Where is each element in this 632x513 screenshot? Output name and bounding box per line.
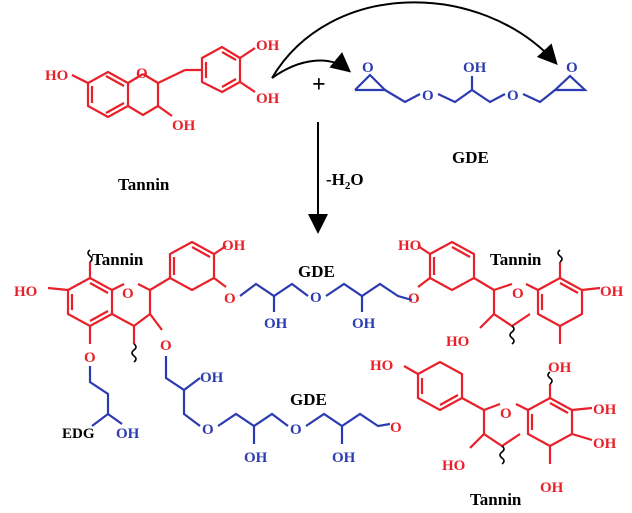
wavy-bond — [547, 371, 553, 385]
product-oh-label: OH — [593, 402, 617, 418]
gde-oh-label: OH — [463, 60, 487, 76]
plus-sign: + — [312, 72, 326, 98]
tannin-oh-label: OH — [172, 118, 196, 134]
gde-monomer — [354, 73, 588, 104]
tannin-oh-label: OH — [256, 91, 280, 107]
product-ho-label: HO — [398, 238, 421, 254]
tannin-name-right-bottom: Tannin — [470, 490, 522, 509]
product-o-label: O — [84, 350, 96, 366]
gde-oh-label: OH — [352, 316, 376, 332]
tannin-name-right-top: Tannin — [490, 250, 542, 269]
product-oh-label: OH — [222, 238, 246, 254]
edg-branch — [88, 366, 123, 427]
product-o-label: O — [390, 420, 402, 436]
product-o-label: O — [160, 338, 172, 354]
ether-o-label: O — [422, 88, 434, 104]
gde-name-bottom: GDE — [290, 390, 327, 409]
product-ho-label: HO — [14, 284, 37, 300]
product-oh-label: OH — [548, 360, 572, 376]
product-ho-label: HO — [370, 358, 393, 374]
ether-o-label: O — [507, 88, 519, 104]
product-o-label: O — [512, 286, 524, 302]
wavy-bond — [557, 249, 563, 263]
product-oh-label: OH — [540, 480, 564, 496]
product-ho-label: HO — [446, 334, 469, 350]
tannin-unit-right-bottom — [403, 360, 593, 464]
product-o-label: O — [122, 286, 134, 302]
tannin-o-label: O — [136, 66, 148, 82]
gde-ether-o-label: O — [202, 422, 214, 438]
gde-oh-label: OH — [200, 370, 224, 386]
edg-oh-label: OH — [116, 426, 140, 442]
tannin-oh-label: OH — [256, 38, 280, 54]
tannin-name-left: Tannin — [92, 250, 144, 269]
gde-name-top: GDE — [298, 262, 335, 281]
wavy-bond — [499, 445, 505, 465]
product-ho-label: HO — [442, 458, 465, 474]
tannin-name: Tannin — [118, 175, 170, 194]
gde-linker-bottom — [164, 356, 391, 444]
epoxide-o-label: O — [566, 60, 578, 76]
curved-arrow — [271, 1, 558, 79]
tannin-monomer — [71, 45, 256, 119]
tannin-unit-left — [47, 240, 227, 344]
product-oh-label: OH — [600, 284, 624, 300]
product-o-label: O — [224, 291, 236, 307]
gde-linker-top — [239, 282, 413, 312]
edg-label: EDG — [62, 426, 95, 442]
wavy-bond — [509, 325, 515, 345]
gde-ether-o-label: O — [310, 290, 322, 306]
epoxide-o-label: O — [362, 60, 374, 76]
gde-name: GDE — [452, 148, 489, 167]
water-elimination-label: -H2O — [326, 170, 364, 192]
tannin-ho-label: HO — [45, 68, 68, 84]
curved-arrow — [271, 52, 352, 79]
gde-oh-label: OH — [264, 316, 288, 332]
wavy-bond — [87, 249, 93, 263]
gde-ether-o-label: O — [290, 422, 302, 438]
product-oh-label: OH — [593, 436, 617, 452]
product-o-label: O — [408, 291, 420, 307]
product-o-label: O — [500, 406, 512, 422]
tannin-unit-right-top — [417, 240, 601, 344]
gde-oh-label: OH — [244, 450, 268, 466]
gde-oh-label: OH — [332, 450, 356, 466]
wavy-bond — [131, 343, 137, 363]
